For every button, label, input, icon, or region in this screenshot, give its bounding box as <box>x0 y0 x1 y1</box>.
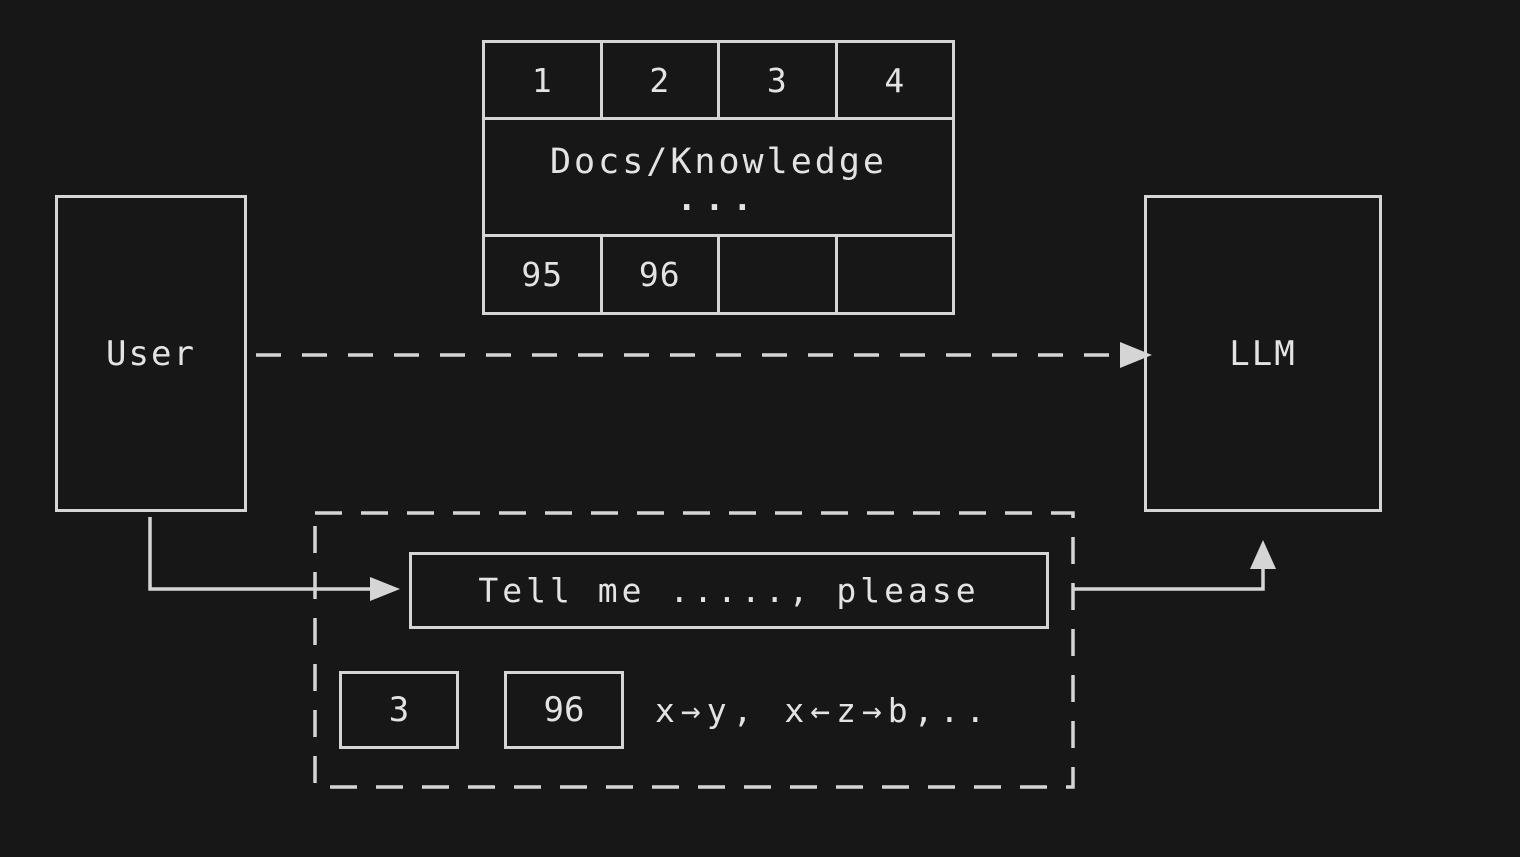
relations-text: x→y, x←z→b,.. <box>655 690 992 730</box>
table-cell-4: 4 <box>834 43 953 117</box>
user-to-prompt-arrowhead-icon <box>370 577 400 601</box>
prompt-to-llm-arrowhead-icon <box>1250 540 1276 569</box>
table-cell-1: 1 <box>531 60 553 100</box>
table-top-row: 1 2 3 4 <box>485 43 952 117</box>
table-cell-3: 3 <box>717 43 835 117</box>
chunk-box-3: 3 <box>339 671 459 749</box>
table-cell-empty-2 <box>834 237 953 312</box>
table-body-label: Docs/Knowledge <box>549 142 887 182</box>
docs-knowledge-table: 1 2 3 4 Docs/Knowledge ... 95 96 <box>482 40 955 315</box>
prompt-to-llm-line <box>1073 566 1265 591</box>
chunk-3-label: 3 <box>388 690 410 730</box>
table-cell-96: 96 <box>599 237 718 312</box>
prompt-text: Tell me ....., please <box>478 571 980 610</box>
table-cell-2: 2 <box>599 43 718 117</box>
prompt-box: Tell me ....., please <box>409 552 1049 629</box>
table-body-row: Docs/Knowledge ... <box>485 117 952 237</box>
user-to-prompt-line <box>148 517 372 591</box>
chunk-96-label: 96 <box>543 690 585 730</box>
llm-label: LLM <box>1229 333 1297 374</box>
table-body-ellipsis: ... <box>676 179 761 218</box>
table-cell-95: 95 <box>521 255 564 294</box>
table-cell-empty-1 <box>717 237 835 312</box>
chunk-box-96: 96 <box>504 671 624 749</box>
user-label: User <box>106 333 196 374</box>
user-box: User <box>55 195 247 512</box>
table-bottom-row: 95 96 <box>485 237 952 312</box>
llm-box: LLM <box>1144 195 1382 512</box>
